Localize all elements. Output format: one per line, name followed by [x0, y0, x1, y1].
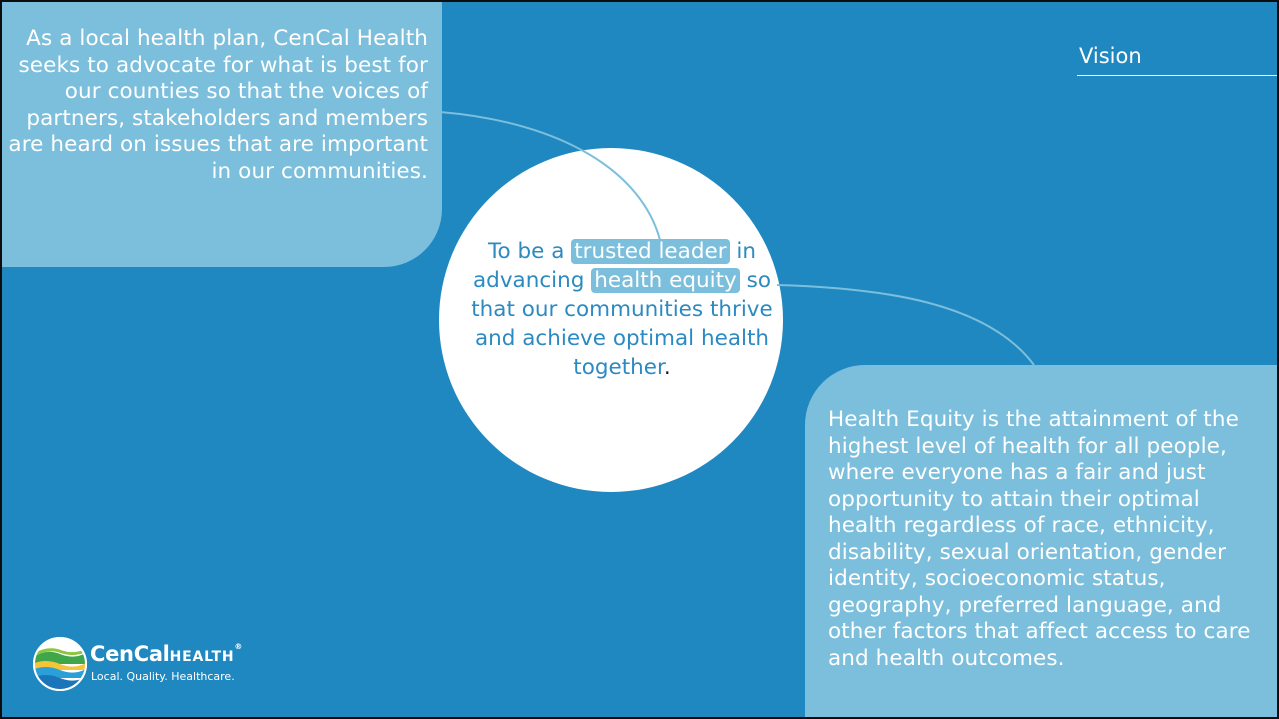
vision-period: .	[663, 355, 671, 380]
connector-line-health-equity	[776, 284, 1035, 366]
section-label: Vision	[1079, 44, 1142, 68]
vision-text-part2: in advancing	[473, 239, 756, 293]
section-divider	[1077, 75, 1277, 76]
vision-statement: To be a trusted leader in advancing heal…	[457, 237, 787, 382]
vision-text-part1: To be a	[488, 239, 572, 264]
cencal-logo: CenCalHEALTH® Local. Quality. Healthcare…	[32, 636, 272, 696]
logo-registered-mark: ®	[234, 642, 243, 651]
health-equity-callout-text: Health Equity is the attainment of the h…	[828, 407, 1251, 671]
advocacy-callout: As a local health plan, CenCal Health se…	[2, 2, 442, 267]
logo-wordmark: CenCalHEALTH®	[90, 642, 242, 666]
logo-name: CenCal	[90, 642, 170, 666]
logo-suffix: HEALTH	[169, 649, 235, 665]
health-equity-callout: Health Equity is the attainment of the h…	[805, 365, 1277, 717]
vision-text-part3: so that our communities thrive and achie…	[471, 268, 773, 380]
trusted-leader-highlight: trusted leader	[571, 239, 730, 264]
cencal-logo-icon	[33, 637, 87, 691]
health-equity-highlight: health equity	[591, 268, 740, 293]
advocacy-callout-text: As a local health plan, CenCal Health se…	[8, 26, 428, 184]
logo-tagline: Local. Quality. Healthcare.	[91, 670, 235, 683]
